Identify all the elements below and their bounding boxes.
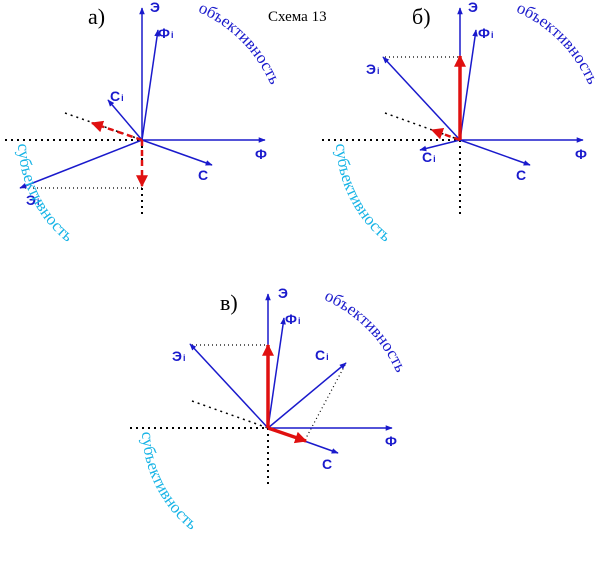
axis-e-label: Э xyxy=(278,285,288,301)
diagram-title: Схема 13 xyxy=(268,9,327,25)
vector-ci xyxy=(419,139,461,152)
vector-ei xyxy=(19,139,143,189)
vector-fi-label: Фi xyxy=(285,311,300,327)
red-vector-right xyxy=(267,426,308,444)
vector-ci-label: Ci xyxy=(110,88,124,104)
vector-ci-label: Ci xyxy=(422,149,436,165)
vector-c-label: C xyxy=(198,167,208,183)
subjectivity-arc-text: субъективность xyxy=(14,143,77,245)
objectivity-arc-text: объективность xyxy=(322,286,411,375)
axis-e-label: Э xyxy=(150,0,160,15)
panel-c-label: в) xyxy=(220,290,238,315)
vector-fi xyxy=(141,29,160,141)
vector-c-label: C xyxy=(516,167,526,183)
vector-c xyxy=(459,139,531,166)
vector-c xyxy=(141,139,213,166)
diag-dotted xyxy=(191,400,269,429)
vector-ci-label: Ci xyxy=(315,347,329,363)
panel-a: а) Э Ф Фi Ci Эi C объективность субъекти… xyxy=(5,0,285,246)
vector-ei xyxy=(382,56,461,141)
axis-f-label: Ф xyxy=(385,433,397,449)
axis-e-label: Э xyxy=(468,0,478,15)
subjectivity-arc-text: субъективность xyxy=(138,431,201,533)
vector-ci xyxy=(267,362,347,429)
panel-b-label: б) xyxy=(412,4,431,29)
vector-fi-label: Фi xyxy=(478,25,493,41)
vector-c-label: C xyxy=(322,456,332,472)
objectivity-arc-text: объективность xyxy=(514,0,600,87)
vector-ei xyxy=(189,343,269,429)
panel-b: б) Э Ф Фi Ci Эi C объективность субъекти… xyxy=(322,0,600,246)
vector-ci xyxy=(107,99,143,141)
panel-c: в) Э Ф Фi Ci Эi C объективность субъекти… xyxy=(130,285,411,534)
vector-ei-label: Эi xyxy=(366,61,379,77)
axis-f-label: Ф xyxy=(575,146,587,162)
subjectivity-arc-text: субъективность xyxy=(332,143,395,245)
vector-fi-label: Фi xyxy=(158,25,173,41)
red-vector-left xyxy=(430,127,461,142)
red-vector-left xyxy=(90,120,143,142)
vector-fi xyxy=(459,29,478,141)
vector-fi xyxy=(267,317,286,429)
axis-f-label: Ф xyxy=(255,146,267,162)
panel-a-label: а) xyxy=(88,4,105,29)
vector-ei-label: Эi xyxy=(26,192,39,208)
vector-ei-label: Эi xyxy=(172,348,185,364)
